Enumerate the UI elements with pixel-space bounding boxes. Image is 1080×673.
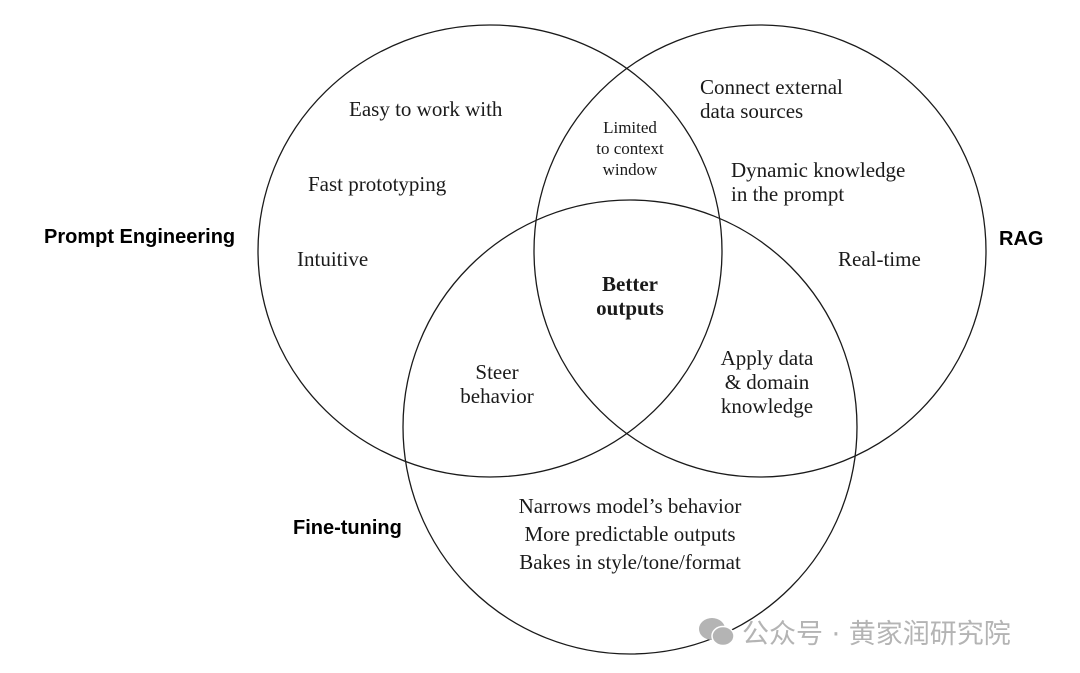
rag-item: data sources: [700, 99, 804, 123]
rag-item: in the prompt: [731, 182, 845, 206]
rag-item: Dynamic knowledge: [731, 158, 906, 182]
pe-item: Easy to work with: [349, 97, 503, 121]
circle-prompt-engineering: [257, 24, 723, 478]
text-line: More predictable outputs: [524, 522, 736, 546]
label-prompt-engineering: Prompt Engineering: [44, 226, 236, 248]
circle-fine-tuning: [402, 199, 858, 655]
pe-rag-overlap: Limited to context window: [596, 117, 664, 180]
pe-item: Fast prototyping: [308, 172, 447, 196]
ft-region: Narrows model’s behavior More predictabl…: [519, 492, 742, 576]
text-line: Bakes in style/tone/format: [519, 550, 741, 574]
pe-item: Intuitive: [297, 247, 369, 271]
label-rag: RAG: [999, 228, 1044, 250]
text-line: window: [602, 160, 658, 179]
circle-rag: [533, 24, 987, 478]
text-line: Limited: [603, 118, 657, 137]
text-line: Better: [602, 272, 658, 296]
text-line: to context: [596, 139, 664, 158]
text-line: Steer: [475, 360, 519, 384]
center-overlap: Better outputs: [596, 272, 664, 320]
wechat-icon: [699, 617, 735, 646]
text-line: knowledge: [720, 394, 814, 418]
watermark-text: 公众号 · 黄家润研究院: [742, 619, 1011, 650]
rag-item: Real-time: [838, 247, 921, 271]
text-line: Apply data: [720, 346, 814, 370]
text-line: & domain: [724, 370, 810, 394]
rag-ft-overlap: Apply data & domain knowledge: [721, 346, 814, 418]
watermark: 公众号 · 黄家润研究院: [698, 612, 1011, 651]
text-line: behavior: [460, 384, 534, 408]
text-line: outputs: [596, 296, 664, 320]
text-line: Narrows model’s behavior: [518, 494, 742, 518]
label-fine-tuning: Fine-tuning: [293, 517, 402, 539]
rag-item: Connect external: [700, 75, 843, 99]
pe-ft-overlap: Steer behavior: [460, 360, 533, 408]
